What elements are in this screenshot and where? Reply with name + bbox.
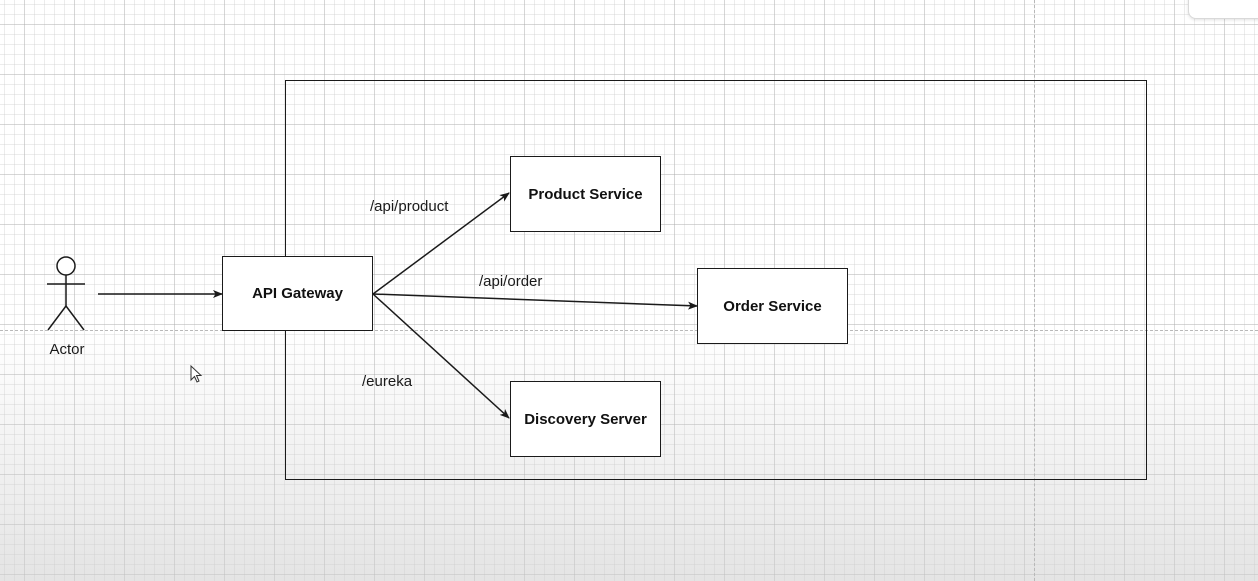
cursor-icon xyxy=(190,365,203,383)
page-break-guide-vertical xyxy=(1034,0,1035,581)
edge-gateway-to-order[interactable] xyxy=(372,293,698,310)
page-break-guide-horizontal xyxy=(0,330,1258,331)
actor-label: Actor xyxy=(49,341,85,358)
product-service-node[interactable]: Product Service xyxy=(510,156,661,232)
discovery-server-node[interactable]: Discovery Server xyxy=(510,381,661,457)
order-service-node[interactable]: Order Service xyxy=(697,268,848,344)
actor-icon[interactable] xyxy=(47,256,85,331)
discovery-server-label: Discovery Server xyxy=(524,410,647,428)
api-gateway-label: API Gateway xyxy=(252,285,343,302)
format-panel-edge[interactable] xyxy=(1188,0,1258,19)
edge-gateway-to-discovery[interactable] xyxy=(372,293,510,419)
edge-label-product-route[interactable]: /api/product xyxy=(370,198,449,215)
edge-gateway-to-product[interactable] xyxy=(372,192,510,295)
order-service-label: Order Service xyxy=(723,297,822,315)
api-gateway-node[interactable]: API Gateway xyxy=(222,256,373,331)
product-service-label: Product Service xyxy=(528,185,643,203)
edge-label-order-route[interactable]: /api/order xyxy=(479,273,543,290)
edge-label-eureka-route[interactable]: /eureka xyxy=(362,373,413,390)
